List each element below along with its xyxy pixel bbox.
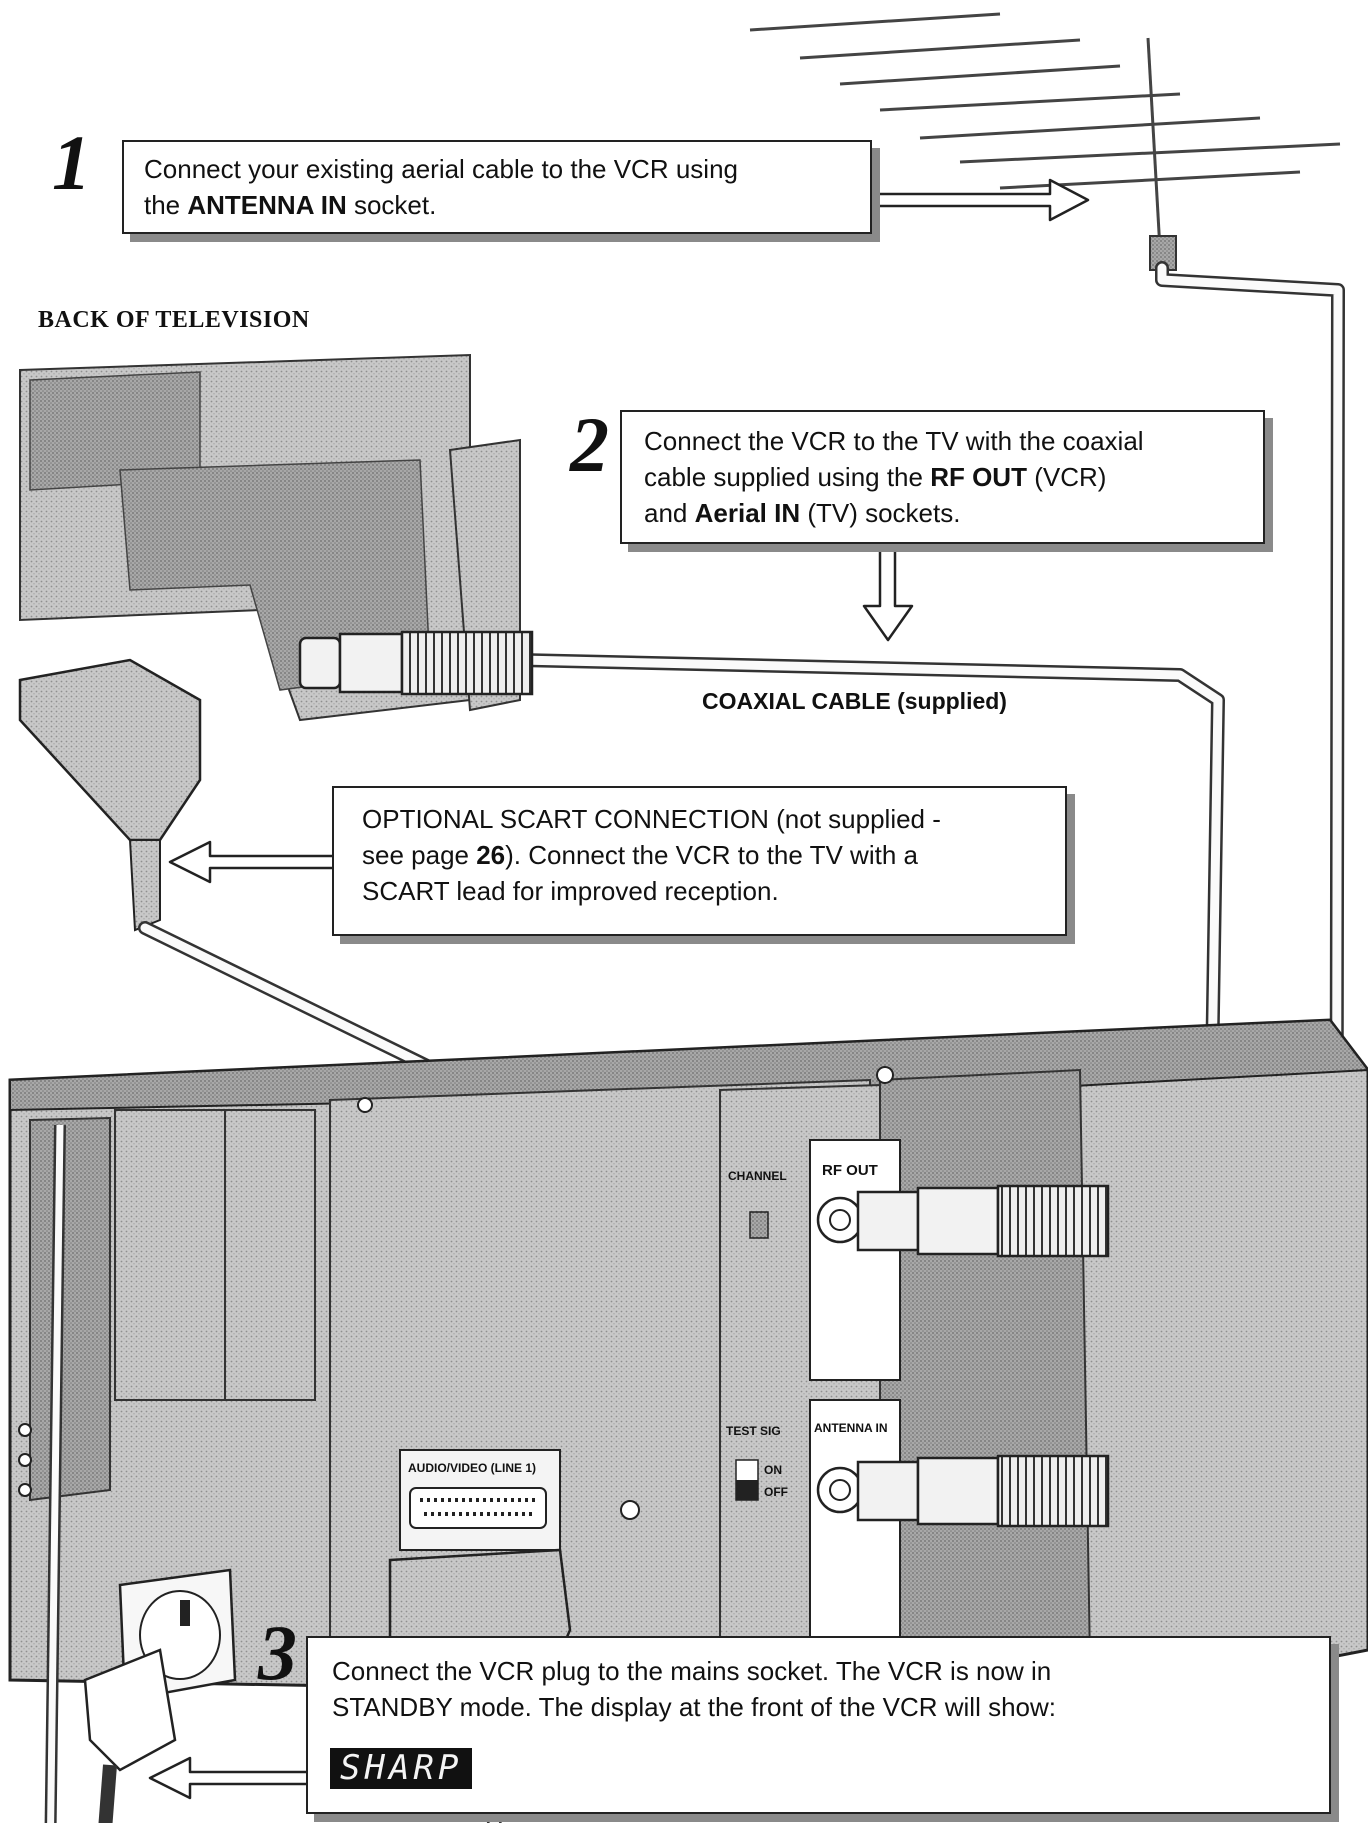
antenna-in-emphasis: ANTENNA IN [187,189,347,220]
on-label: ON [764,1463,782,1477]
optional-scart-box: OPTIONAL SCART CONNECTION (not supplied … [332,786,1067,936]
test-sig-label: TEST SIG [726,1424,781,1438]
coaxial-cable-label: COAXIAL CABLE (supplied) [702,688,1007,714]
arrow-step3-left [148,1756,312,1800]
aerial-in-emphasis: Aerial IN [694,497,801,528]
step-1-number: 1 [52,119,91,206]
channel-label: CHANNEL [728,1169,787,1183]
step-3-number: 3 [258,1609,297,1696]
arrow-step1-right [868,178,1090,222]
vcr-display-readout: SHARP [330,1748,473,1790]
off-label: OFF [764,1485,788,1499]
antenna-in-label: ANTENNA IN [814,1421,888,1435]
step-2-number: 2 [570,401,609,488]
step-2-box: Connect the VCR to the TV with the coaxi… [620,410,1265,544]
rf-out-label: RF OUT [822,1162,878,1179]
step-3-box: Connect the VCR plug to the mains socket… [306,1636,1331,1814]
audio-video-label: AUDIO/VIDEO (LINE 1) [408,1461,536,1475]
coaxial-plug-antenna-in [856,1454,1110,1528]
coaxial-plug-rf-out [856,1184,1110,1258]
back-of-television-label: BACK OF TELEVISION [38,307,310,333]
arrow-step2-down [862,544,914,642]
page-26-emphasis: 26 [476,839,506,870]
mains-socket [83,1568,237,1823]
coaxial-plug-tv [298,630,534,696]
step-1-box: Connect your existing aerial cable to th… [122,140,872,234]
scart-plug-tv [18,658,202,932]
aerial-antenna [749,12,1341,271]
rf-out-emphasis: RF OUT [930,461,1027,492]
step-1-text-line1: Connect your existing aerial cable to th… [144,154,738,184]
mains-lead [44,1124,66,1823]
arrow-optional-left [168,840,352,884]
